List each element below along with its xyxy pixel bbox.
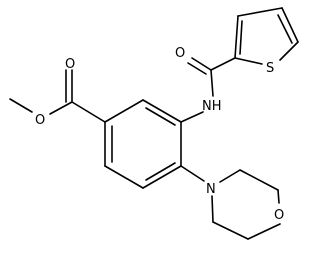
morpholine-ring: N O [180, 165, 284, 240]
amide-nitrogen-label: NH [202, 99, 222, 114]
thiophene-ring: S [234, 7, 299, 76]
amide-linker: NH O [175, 46, 236, 123]
methyl-ester-group: O O [9, 57, 106, 128]
amide-oxygen-label: O [175, 46, 185, 61]
ester-carbonyl-oxygen-label: O [65, 57, 75, 72]
morpholine-nitrogen-label: N [206, 182, 216, 197]
thiophene-sulfur-label: S [266, 61, 274, 76]
ester-oxygen-label: O [35, 113, 45, 128]
benzene-ring [104, 99, 182, 189]
morpholine-oxygen-label: O [274, 208, 284, 223]
